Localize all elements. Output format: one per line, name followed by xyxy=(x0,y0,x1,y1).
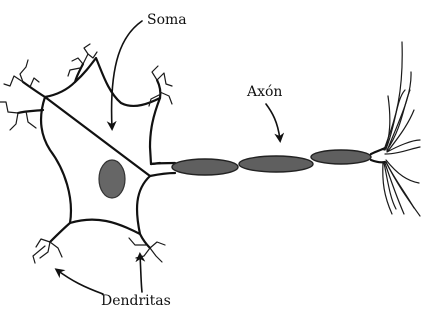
axon-pointer xyxy=(266,104,280,140)
dendrites-label: Dendritas xyxy=(101,293,171,309)
axon-terminal xyxy=(371,148,385,162)
myelin-segment xyxy=(239,156,313,172)
axon-terminal-branches xyxy=(383,42,420,216)
dendrite-bottom-right xyxy=(129,234,165,262)
axon-label: Axón xyxy=(246,84,282,100)
soma-body xyxy=(41,58,160,234)
dendrite-top-right xyxy=(149,66,172,106)
dendrites-pointer-left xyxy=(57,270,103,294)
dendrites-pointer-right xyxy=(140,255,142,292)
dendrite-top-left xyxy=(0,60,45,130)
axon-stem xyxy=(150,163,175,176)
nucleus xyxy=(99,160,125,198)
soma-pointer xyxy=(112,21,142,128)
myelin-segment xyxy=(311,150,371,164)
soma-label: Soma xyxy=(147,12,187,28)
dendrite-bottom-left xyxy=(33,223,70,263)
myelin-segment xyxy=(172,159,238,175)
